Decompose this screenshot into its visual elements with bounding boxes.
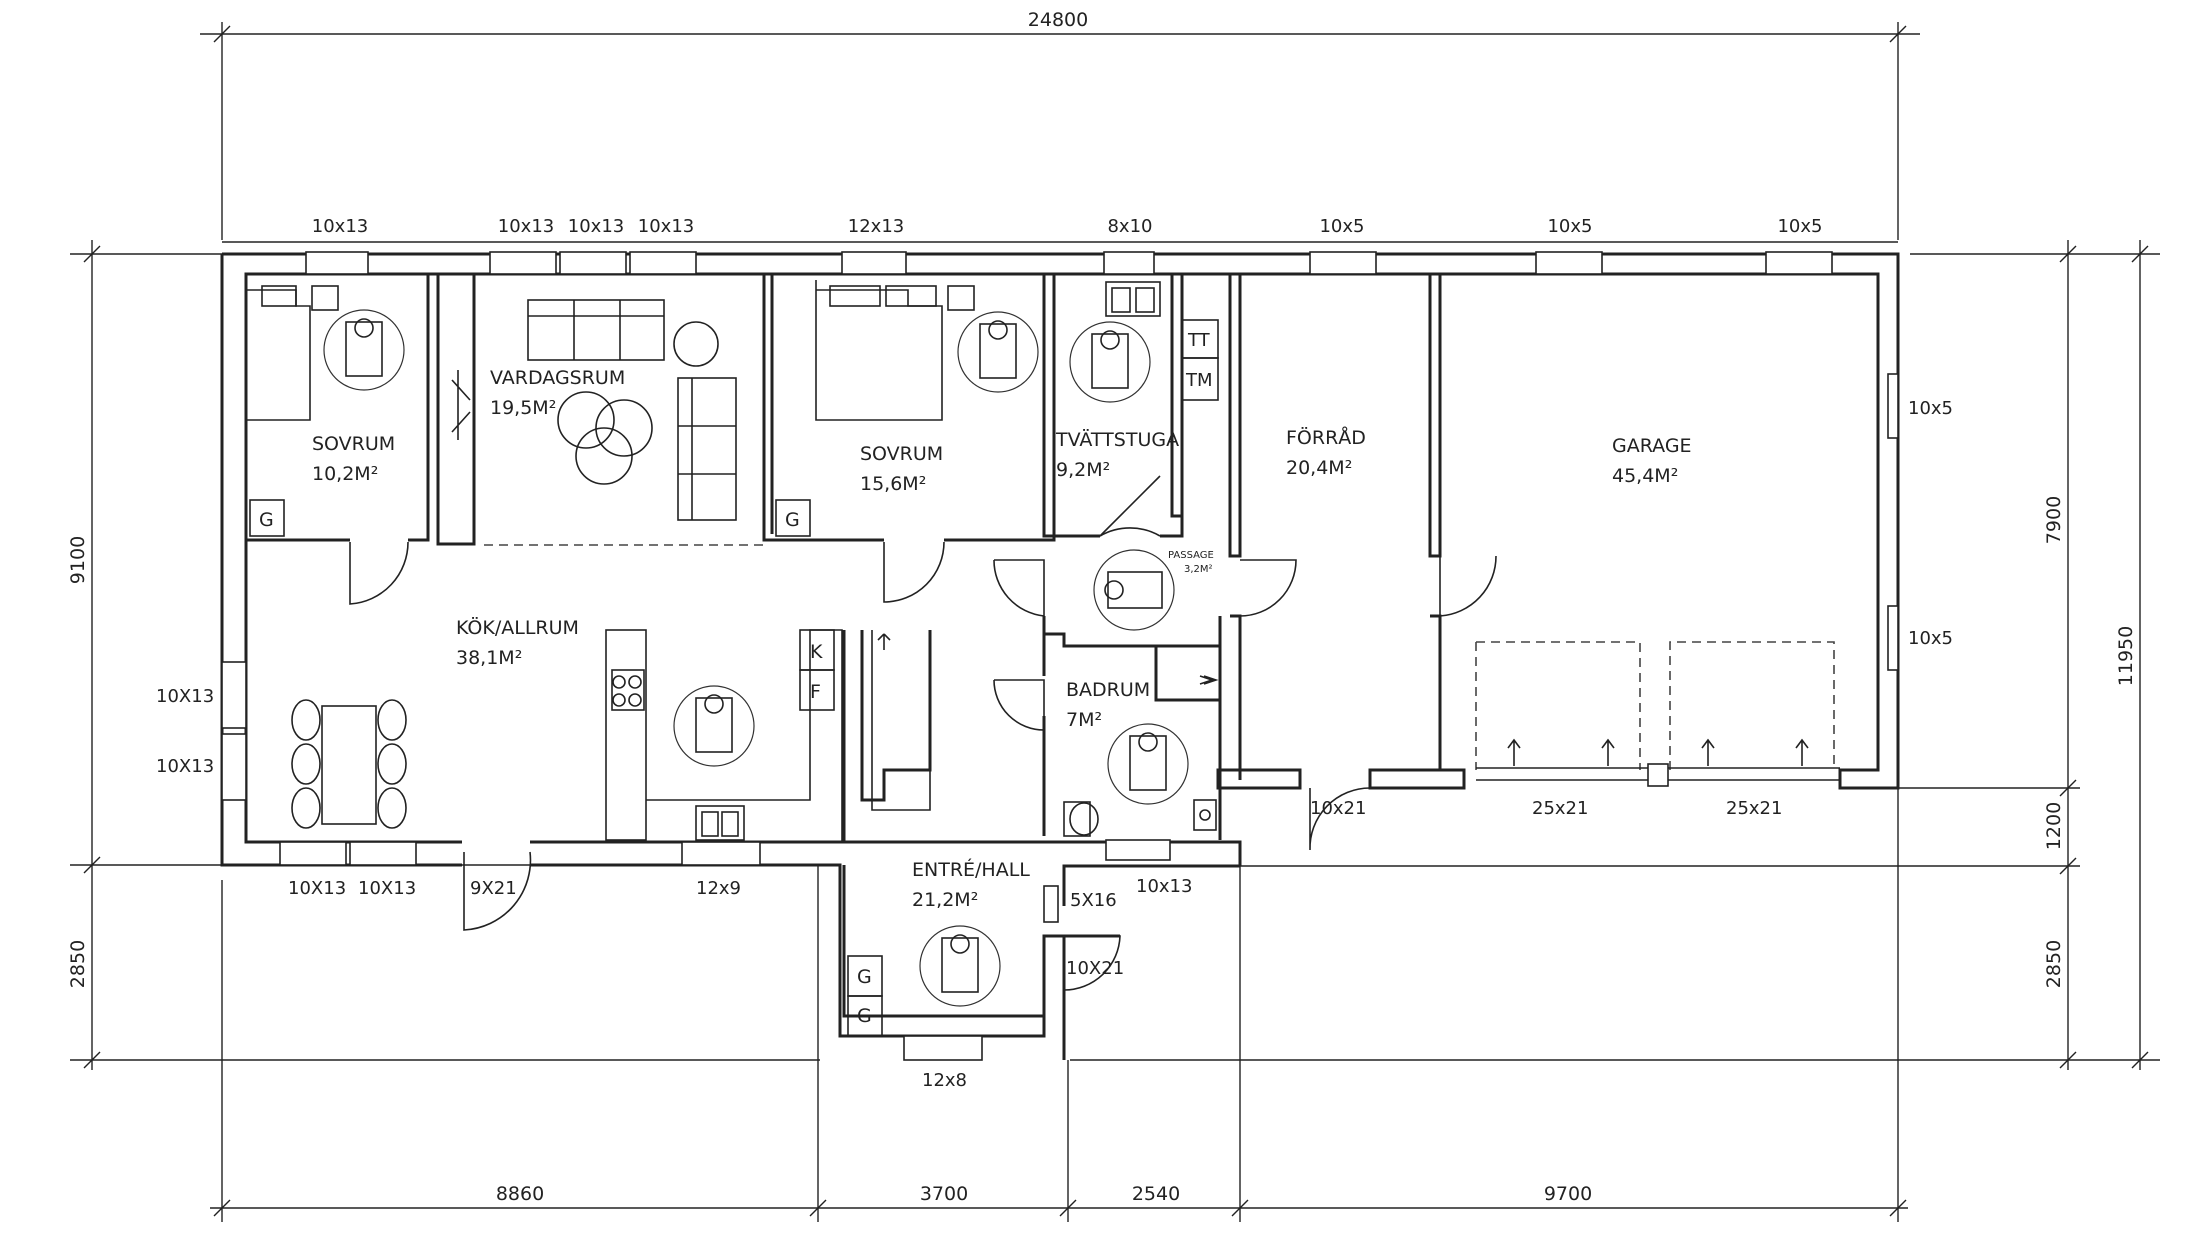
passage-area: 3,2M² bbox=[1184, 564, 1213, 575]
room-area: 20,4M² bbox=[1286, 457, 1352, 479]
room-name: SOVRUM bbox=[860, 443, 943, 465]
interior-walls bbox=[246, 272, 1442, 842]
dim-right-lower: 2850 bbox=[2043, 940, 2065, 988]
dim-right-upper: 7900 bbox=[2043, 496, 2065, 544]
window-label: 12x13 bbox=[848, 216, 904, 237]
opening-label: 12x8 bbox=[922, 1070, 967, 1091]
window-label: 10x13 bbox=[568, 216, 624, 237]
dim-left-lower: 2850 bbox=[67, 940, 89, 988]
dimension-labels: 24800 9100 2850 7900 1200 2850 11950 886… bbox=[67, 9, 2137, 1205]
dim-main-depth: 9100 bbox=[67, 536, 89, 584]
doors bbox=[349, 475, 1840, 991]
room-name: GARAGE bbox=[1612, 435, 1692, 457]
window-label: 10x13 bbox=[638, 216, 694, 237]
room-area: 45,4M² bbox=[1612, 465, 1678, 487]
opening-label: 25x21 bbox=[1532, 798, 1588, 819]
windows bbox=[221, 251, 1899, 1061]
window-label: 10x13 bbox=[312, 216, 368, 237]
wardrobe-label: G bbox=[259, 509, 274, 531]
opening-label: 10x13 bbox=[1136, 876, 1192, 897]
window-labels: 10x13 10x13 10x13 10x13 12x13 8x10 10x5 … bbox=[156, 216, 1953, 1091]
window-label: 8x10 bbox=[1107, 216, 1152, 237]
dim-right-mid: 1200 bbox=[2043, 802, 2065, 850]
wardrobe-label: G bbox=[857, 1005, 872, 1027]
window-label: 10X13 bbox=[156, 686, 214, 707]
passage-name: PASSAGE bbox=[1168, 550, 1214, 561]
opening-label: 10X13 bbox=[358, 878, 416, 899]
kitchen-k-label: K bbox=[810, 641, 823, 663]
wardrobe-label: G bbox=[785, 509, 800, 531]
room-name: SOVRUM bbox=[312, 433, 395, 455]
room-area: 10,2M² bbox=[312, 463, 378, 485]
fixture-labels: G G G G TT TM K F bbox=[259, 330, 1213, 1027]
room-name: FÖRRÅD bbox=[1286, 426, 1366, 449]
opening-label: 5X16 bbox=[1070, 890, 1117, 911]
room-labels: SOVRUM 10,2M² VARDAGSRUM 19,5M² SOVRUM 1… bbox=[312, 367, 1692, 911]
wheelchair-turning-symbols bbox=[323, 309, 1189, 1007]
room-area: 21,2M² bbox=[912, 889, 978, 911]
room-area: 9,2M² bbox=[1056, 459, 1110, 481]
window-label: 10x5 bbox=[1319, 216, 1364, 237]
room-name: BADRUM bbox=[1066, 679, 1150, 701]
room-area: 38,1M² bbox=[456, 647, 522, 669]
opening-label: 10X21 bbox=[1066, 958, 1124, 979]
dimension-lines bbox=[70, 22, 2160, 1222]
opening-label: 10x21 bbox=[1310, 798, 1366, 819]
room-area: 15,6M² bbox=[860, 473, 926, 495]
room-name: TVÄTTSTUGA bbox=[1055, 428, 1179, 451]
wardrobe-label: G bbox=[857, 966, 872, 988]
window-label: 10X13 bbox=[156, 756, 214, 777]
window-label: 10x13 bbox=[498, 216, 554, 237]
opening-label: 12x9 bbox=[696, 878, 741, 899]
opening-label: 9X21 bbox=[470, 878, 517, 899]
room-name: VARDAGSRUM bbox=[490, 367, 625, 389]
room-name: KÖK/ALLRUM bbox=[456, 616, 579, 639]
opening-label: 10X13 bbox=[288, 878, 346, 899]
window-label: 10x5 bbox=[1777, 216, 1822, 237]
opening-label: 25x21 bbox=[1726, 798, 1782, 819]
window-label: 10x5 bbox=[1908, 628, 1953, 649]
dim-overall-width: 24800 bbox=[1028, 9, 1088, 31]
room-area: 7M² bbox=[1066, 709, 1102, 731]
window-label: 10x5 bbox=[1547, 216, 1592, 237]
dim-bottom-3: 2540 bbox=[1132, 1183, 1180, 1205]
room-area: 19,5M² bbox=[490, 397, 556, 419]
dim-overall-depth: 11950 bbox=[2115, 626, 2137, 686]
room-name: ENTRÉ/HALL bbox=[912, 858, 1030, 881]
dim-bottom-2: 3700 bbox=[920, 1183, 968, 1205]
dim-bottom-1: 8860 bbox=[496, 1183, 544, 1205]
kitchen-f-label: F bbox=[810, 681, 821, 703]
dim-bottom-4: 9700 bbox=[1544, 1183, 1592, 1205]
window-label: 10x5 bbox=[1908, 398, 1953, 419]
tt-label: TT bbox=[1187, 330, 1211, 351]
tm-label: TM bbox=[1185, 370, 1213, 391]
furniture bbox=[245, 280, 1809, 1037]
